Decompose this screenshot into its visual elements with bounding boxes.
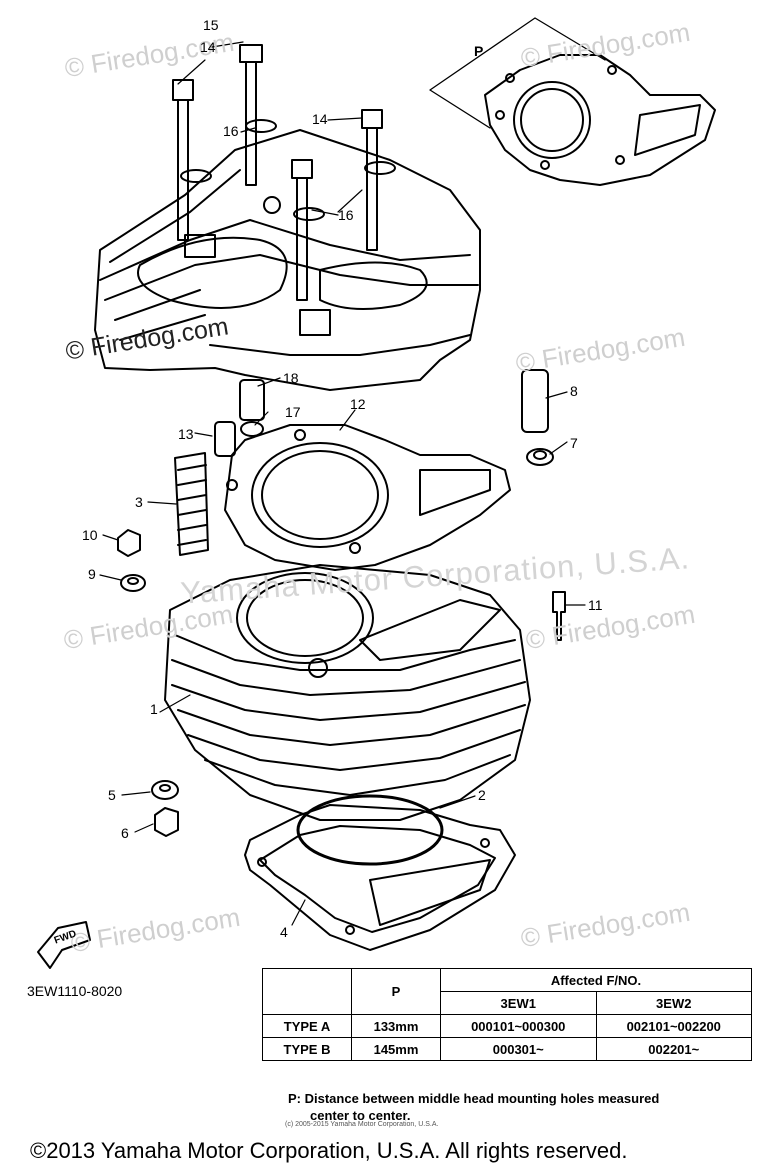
- col-3ew1: 3EW1: [440, 991, 597, 1015]
- callout-16: 16: [223, 123, 239, 139]
- cylinder-gasket: [224, 424, 511, 571]
- callout-3: 3: [135, 494, 143, 510]
- note-line: center to center.: [310, 1108, 411, 1123]
- callout-18: 18: [283, 370, 299, 386]
- callout-8: 8: [570, 383, 578, 399]
- callout-9: 9: [88, 566, 96, 582]
- part-code: 3EW1110-8020: [27, 983, 123, 999]
- table-row: TYPE A 133mm 000101~000300 002101~002200: [262, 1014, 752, 1038]
- p-header: P: [351, 968, 441, 1015]
- type-cell: TYPE B: [262, 1037, 352, 1061]
- fwd-arrow: [37, 921, 91, 969]
- p-cell: 145mm: [351, 1037, 441, 1061]
- callout-4: 4: [280, 924, 288, 940]
- p-cell: 133mm: [351, 1014, 441, 1038]
- callout-15: 15: [203, 17, 219, 33]
- callout-14: 14: [200, 39, 216, 55]
- callout-11: 11: [588, 597, 603, 613]
- callout-12: 12: [350, 396, 366, 412]
- callout-7: 7: [570, 435, 578, 451]
- callout-14: 14: [312, 111, 328, 127]
- cylinder-block: [164, 564, 531, 821]
- callout-6: 6: [121, 825, 129, 841]
- range-cell: 002201~: [595, 1037, 752, 1061]
- spec-table: P Affected F/NO. 3EW1 3EW2 TYPE A 133mm …: [262, 968, 752, 1061]
- callout-5: 5: [108, 787, 116, 803]
- range-cell: 000101~000300: [440, 1014, 597, 1038]
- range-cell: 000301~: [440, 1037, 597, 1061]
- range-cell: 002101~002200: [595, 1014, 752, 1038]
- callout-1: 1: [150, 701, 158, 717]
- callout-13: 13: [178, 426, 194, 442]
- leader-lines: [99, 41, 586, 926]
- callout-17: 17: [285, 404, 301, 420]
- cylinder-head: [94, 129, 481, 391]
- callout-16: 16: [338, 207, 354, 223]
- head-gasket-inset: [429, 17, 716, 186]
- note: P: Distance between middle head mounting…: [288, 1090, 748, 1124]
- type-cell: TYPE A: [262, 1014, 352, 1038]
- small-parts: [117, 369, 566, 837]
- callout-p: P: [474, 43, 484, 59]
- col-3ew2: 3EW2: [595, 991, 752, 1015]
- footer-copyright: ©2013 Yamaha Motor Corporation, U.S.A. A…: [30, 1138, 628, 1163]
- head-bolts: [172, 44, 396, 301]
- callout-2: 2: [478, 787, 486, 803]
- base-gasket: [244, 794, 516, 951]
- callout-10: 10: [82, 527, 98, 543]
- table-header-row: P Affected F/NO.: [262, 968, 752, 1015]
- small-copyright: (c) 2005-2015 Yamaha Motor Corporation, …: [285, 1121, 439, 1128]
- table-corner: [262, 968, 352, 1015]
- note-line: P: Distance between middle head mounting…: [288, 1091, 660, 1106]
- table-row: TYPE B 145mm 000301~ 002201~: [262, 1037, 752, 1061]
- affected-header: Affected F/NO.: [440, 968, 752, 992]
